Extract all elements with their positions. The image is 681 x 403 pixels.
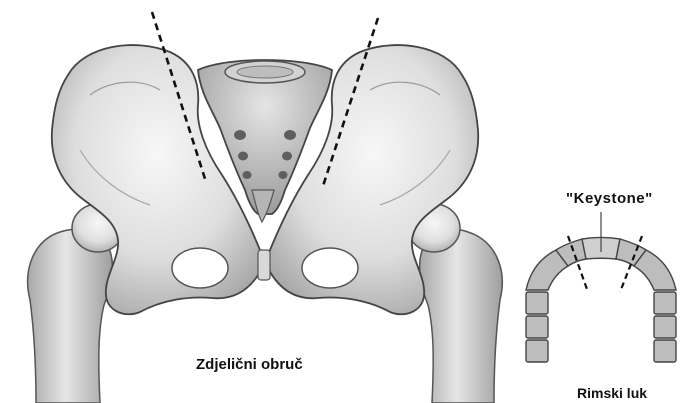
pier-stone [654, 292, 676, 314]
pier-stone [526, 340, 548, 362]
roman-arch-label: Rimski luk [577, 385, 647, 401]
keystone-label: "Keystone" [566, 190, 653, 207]
pelvic-ring-label: Zdjelični obruč [196, 356, 303, 373]
pier-stone [526, 316, 548, 338]
pier-stone [654, 316, 676, 338]
pier-stone [654, 340, 676, 362]
pier-stone [526, 292, 548, 314]
